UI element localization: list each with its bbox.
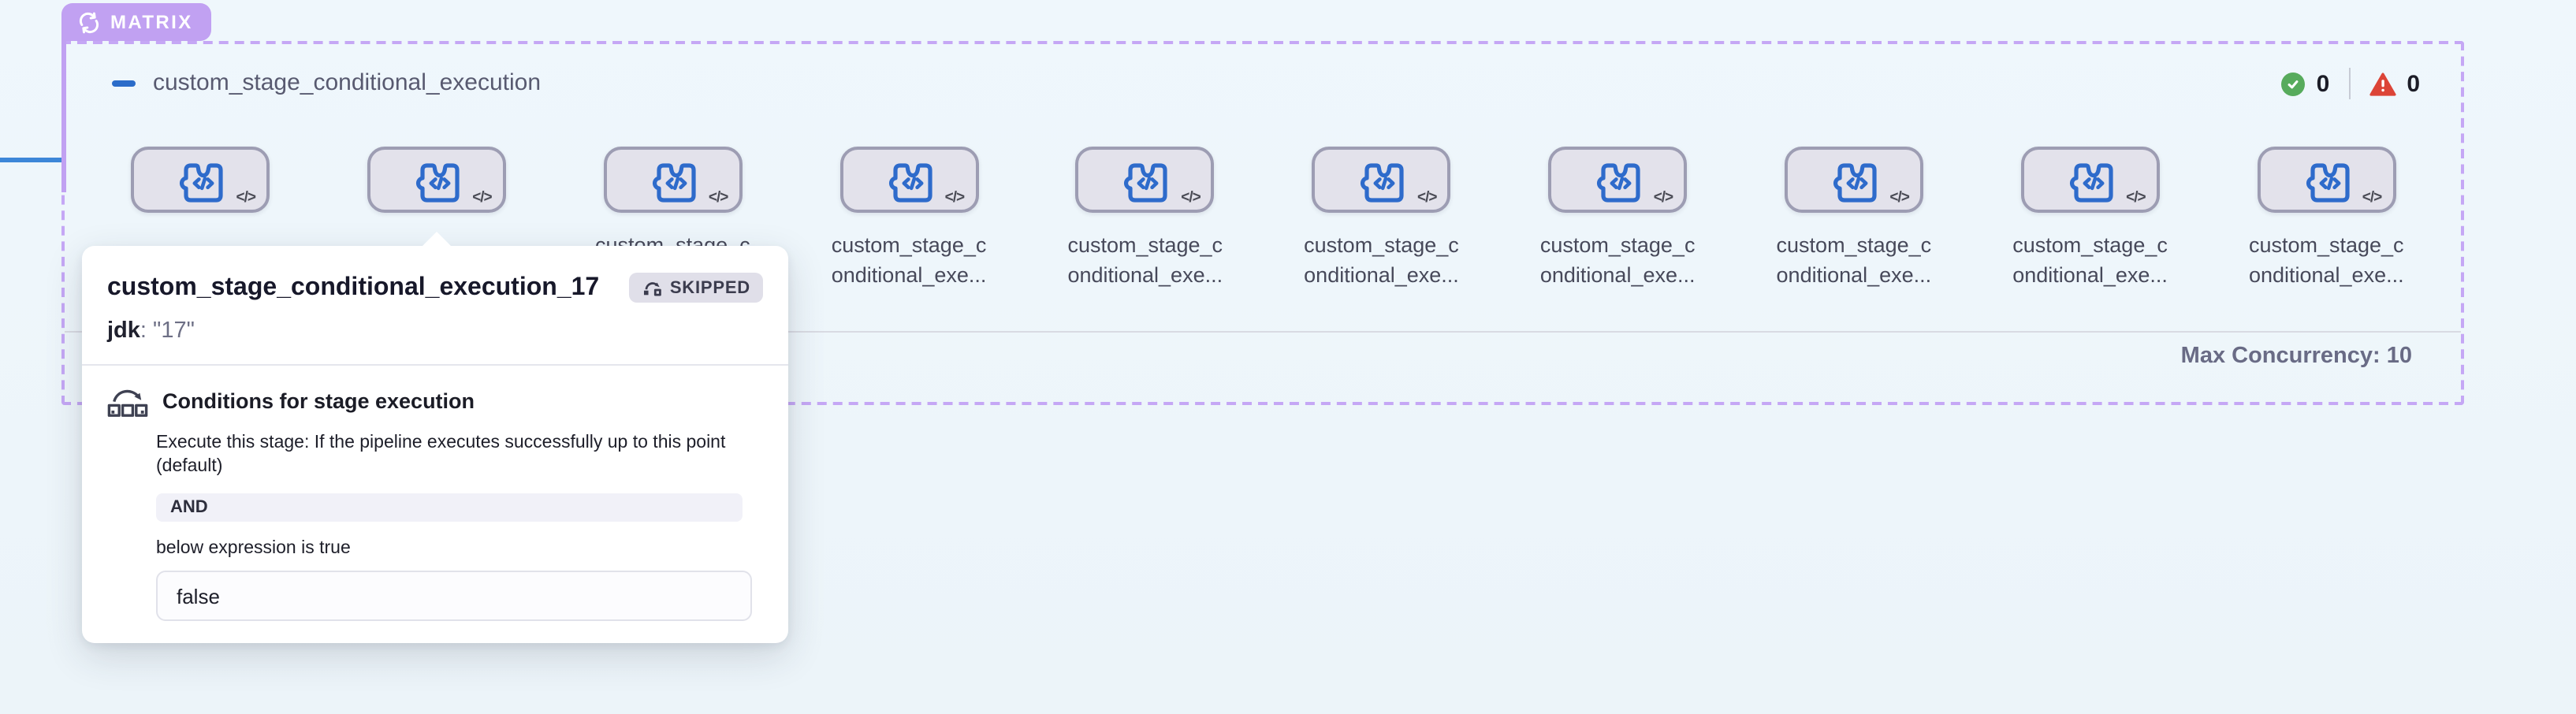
connector-line	[0, 158, 63, 162]
stage-node[interactable]: </>	[2257, 147, 2396, 213]
code-template-icon: </>	[944, 189, 966, 206]
code-template-icon: </>	[1889, 189, 1910, 206]
param-value: : "17"	[140, 318, 195, 344]
conditional-execution-icon	[107, 389, 148, 417]
custom-stage-icon	[2069, 163, 2113, 203]
status-counts: 0 0	[2281, 68, 2420, 99]
failed-count: 0	[2407, 70, 2420, 97]
matrix-stage-group: custom_stage_conditional_execution 0 0	[61, 41, 2464, 405]
conditions-section-title: Conditions for stage execution	[162, 389, 475, 413]
code-template-icon: </>	[1653, 189, 1674, 206]
success-count: 0	[2316, 70, 2330, 97]
custom-stage-icon	[1833, 163, 1877, 203]
max-concurrency-label: Max Concurrency: 10	[2180, 344, 2412, 369]
code-template-icon: </>	[472, 189, 493, 206]
count-divider	[2348, 68, 2351, 99]
condition-subtext: below expression is true	[156, 539, 351, 558]
condition-description: Execute this stage: If the pipeline exec…	[156, 433, 726, 476]
failed-count-icon	[2369, 72, 2395, 95]
stage-node[interactable]: </>	[1784, 147, 1923, 213]
status-badge-label: SKIPPED	[669, 278, 750, 297]
stage-node[interactable]: </>	[131, 147, 270, 213]
code-template-icon: </>	[236, 189, 257, 206]
param-key: jdk	[107, 318, 140, 344]
stage-group-title: custom_stage_conditional_execution	[153, 69, 541, 96]
condition-operator: AND	[156, 493, 743, 522]
stage-node[interactable]: </>	[1075, 147, 1215, 213]
status-badge: SKIPPED	[628, 273, 763, 303]
matrix-badge[interactable]: MATRIX	[61, 3, 212, 41]
custom-stage-icon	[2306, 163, 2349, 203]
stage-node[interactable]: </>	[839, 147, 979, 213]
custom-stage-icon	[1597, 163, 1640, 203]
custom-stage-icon	[888, 163, 932, 203]
tooltip-divider	[82, 364, 788, 366]
group-border-accent	[61, 41, 66, 192]
custom-stage-icon	[1361, 163, 1405, 203]
code-template-icon: </>	[708, 189, 729, 206]
condition-expression: false	[156, 571, 752, 621]
loop-icon	[79, 11, 99, 33]
code-template-icon: </>	[1181, 189, 1201, 206]
custom-stage-icon	[1124, 163, 1168, 203]
matrix-badge-label: MATRIX	[110, 11, 193, 33]
stage-node[interactable]: </>	[603, 147, 743, 213]
stage-node[interactable]: </>	[1312, 147, 1451, 213]
tooltip-arrow	[423, 232, 451, 246]
code-template-icon: </>	[2362, 189, 2383, 206]
stage-node[interactable]: </>	[2020, 147, 2160, 213]
skipped-icon	[643, 282, 661, 296]
stage-tooltip: custom_stage_conditional_execution_17 SK…	[82, 232, 788, 643]
matrix-param-line: jdk: "17"	[107, 318, 763, 344]
concurrency-divider	[65, 331, 2461, 333]
stage-node-wrapper: </> custom_stage_conditional_exe...	[554, 147, 791, 290]
stage-node-wrapper: </>	[82, 147, 318, 213]
custom-stage-icon	[652, 163, 695, 203]
tooltip-stage-title: custom_stage_conditional_execution_17	[107, 274, 600, 301]
stage-node[interactable]: </>	[1548, 147, 1688, 213]
code-template-icon: </>	[1417, 189, 1438, 206]
code-template-icon: </>	[2126, 189, 2146, 206]
stage-node-wrapper: </>	[318, 147, 555, 213]
success-count-icon	[2281, 72, 2306, 95]
collapse-group-button[interactable]	[112, 80, 136, 86]
stage-node[interactable]: </>	[367, 147, 506, 213]
custom-stage-icon	[180, 163, 223, 203]
custom-stage-icon	[415, 163, 460, 203]
